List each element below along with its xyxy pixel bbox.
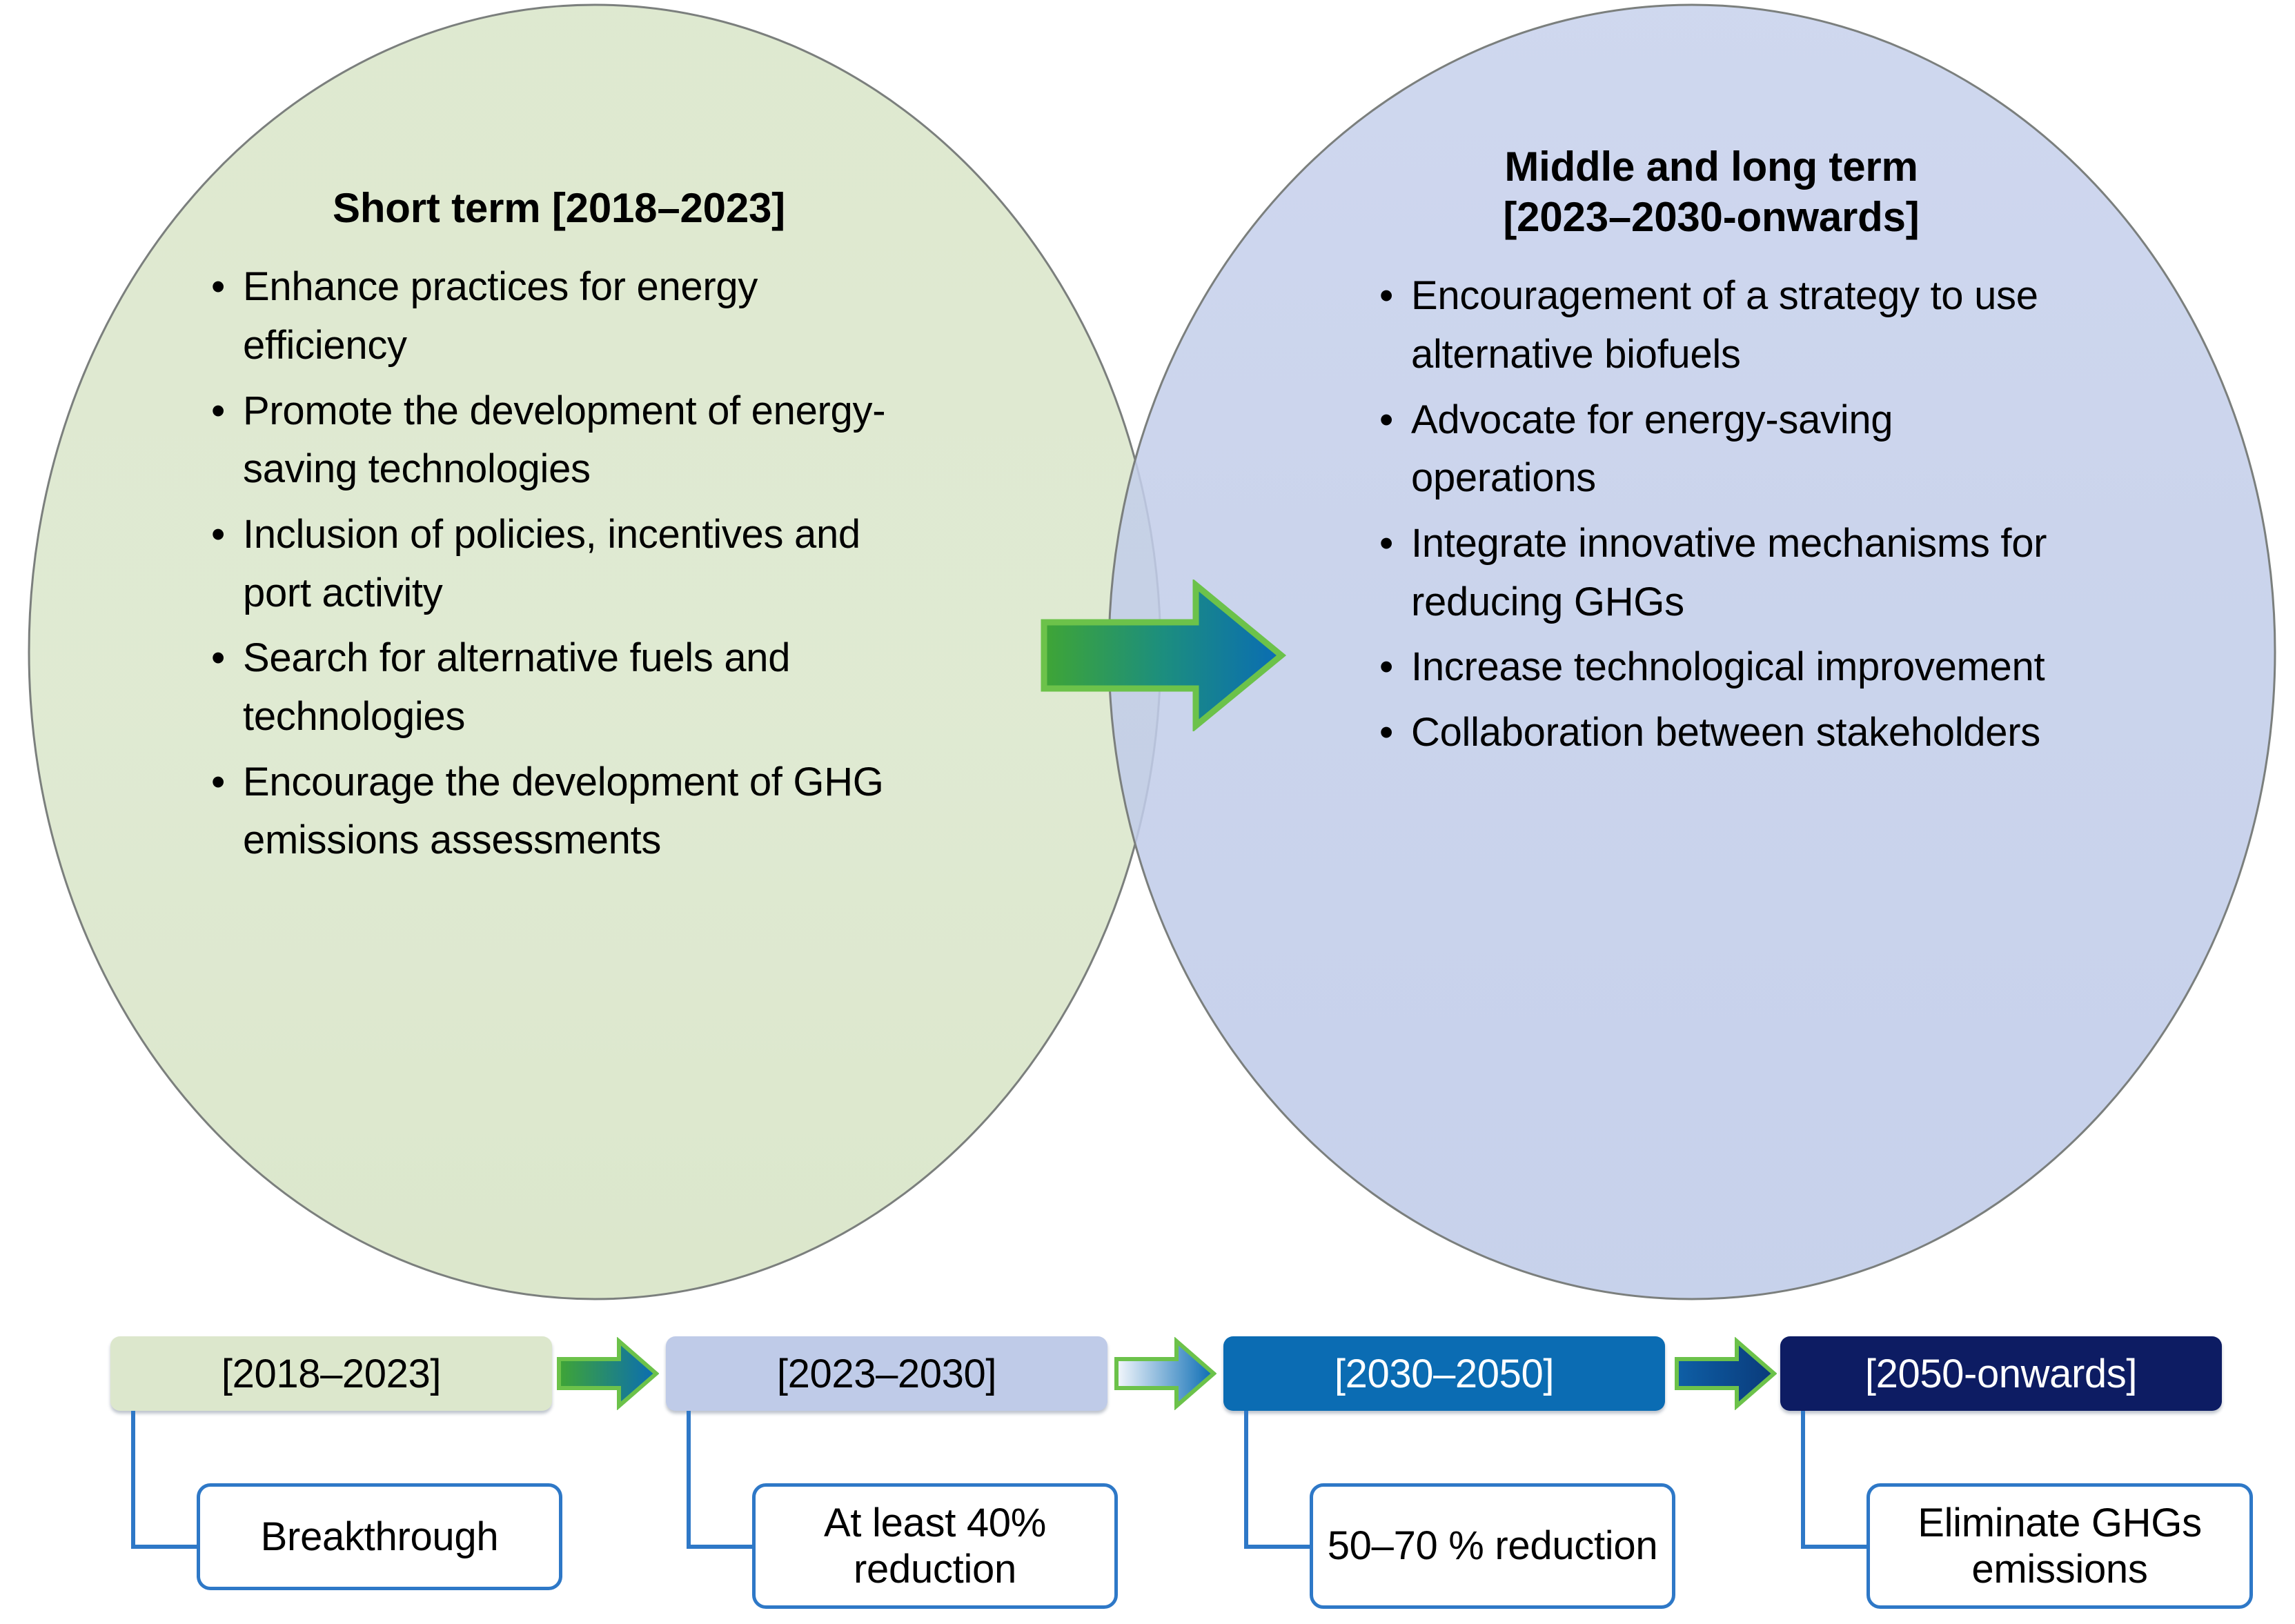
list-item: •Promote the development of energy-savin… xyxy=(207,382,911,499)
list-item: •Increase technological improvement xyxy=(1375,638,2080,697)
bullet-icon: • xyxy=(1379,273,1394,319)
connector-line-3 xyxy=(1244,1411,1320,1549)
stage-label: [2030–2050] xyxy=(1334,1351,1555,1396)
callout-text: At least 40% reduction xyxy=(823,1500,1047,1592)
venn-circles-svg xyxy=(28,3,2276,1300)
middle-long-term-title: Middle and long term [2023–2030-onwards] xyxy=(1342,141,2080,242)
list-item: •Collaboration between stakeholders xyxy=(1375,704,2080,762)
callout-text: Breakthrough xyxy=(260,1514,499,1559)
bullet-icon: • xyxy=(211,635,226,681)
bullet-icon: • xyxy=(1379,710,1394,755)
callout-50-70-reduction[interactable]: 50–70 % reduction xyxy=(1310,1483,1675,1609)
timeline-stage-2030-2050[interactable]: [2030–2050] xyxy=(1223,1336,1665,1411)
connector-line-4 xyxy=(1801,1411,1877,1549)
callout-eliminate-ghgs-emissions[interactable]: Eliminate GHGs emissions xyxy=(1866,1483,2253,1609)
list-item: •Enhance practices for energy efficiency xyxy=(207,258,911,375)
connector-line-1 xyxy=(131,1411,207,1549)
callout-at-least-40-reduction[interactable]: At least 40% reduction xyxy=(752,1483,1118,1609)
stage-arrow-3-icon xyxy=(1675,1337,1777,1410)
bullet-icon: • xyxy=(1379,644,1394,690)
title-line-2: [2023–2030-onwards] xyxy=(1503,194,1920,241)
list-item: •Inclusion of policies, incentives and p… xyxy=(207,506,911,622)
bullet-icon: • xyxy=(211,388,226,433)
list-item: •Search for alternative fuels and techno… xyxy=(207,629,911,746)
roadmap-timeline: [2018–2023] [2023–2030] xyxy=(0,1311,2295,1624)
short-term-content: Short term [2018–2023] •Enhance practice… xyxy=(207,183,911,877)
title-line-1: Middle and long term xyxy=(1504,143,1918,190)
list-item: •Encouragement of a strategy to use alte… xyxy=(1375,267,2080,384)
callout-text: 50–70 % reduction xyxy=(1327,1523,1658,1569)
venn-diagram: Short term [2018–2023] •Enhance practice… xyxy=(28,3,2276,1300)
stage-label: [2050-onwards] xyxy=(1864,1351,2138,1396)
list-item: •Encourage the development of GHG emissi… xyxy=(207,753,911,870)
timeline-stage-2023-2030[interactable]: [2023–2030] xyxy=(666,1336,1107,1411)
callout-breakthrough[interactable]: Breakthrough xyxy=(197,1483,562,1590)
stage-arrow-2-icon xyxy=(1114,1337,1217,1410)
callout-text: Eliminate GHGs emissions xyxy=(1918,1500,2202,1592)
short-term-title: Short term [2018–2023] xyxy=(333,185,785,231)
timeline-stage-2050-onwards[interactable]: [2050-onwards] xyxy=(1780,1336,2222,1411)
stage-label: [2018–2023] xyxy=(221,1351,442,1396)
list-item: •Integrate innovative mechanisms for red… xyxy=(1375,515,2080,631)
transition-arrow-icon xyxy=(1041,580,1287,731)
stage-arrow-1-icon xyxy=(557,1337,659,1410)
middle-long-term-content: Middle and long term [2023–2030-onwards]… xyxy=(1342,141,2080,769)
bullet-icon: • xyxy=(211,264,226,310)
short-term-bullet-list: •Enhance practices for energy efficiency… xyxy=(207,258,911,870)
bullet-icon: • xyxy=(1379,397,1394,442)
connector-line-2 xyxy=(687,1411,762,1549)
bullet-icon: • xyxy=(211,759,226,804)
list-item: •Advocate for energy-saving operations xyxy=(1375,391,2080,508)
middle-long-term-bullet-list: •Encouragement of a strategy to use alte… xyxy=(1342,267,2080,762)
bullet-icon: • xyxy=(1379,521,1394,566)
bullet-icon: • xyxy=(211,511,226,557)
timeline-stage-2018-2023[interactable]: [2018–2023] xyxy=(110,1336,552,1411)
stage-label: [2023–2030] xyxy=(776,1351,997,1396)
